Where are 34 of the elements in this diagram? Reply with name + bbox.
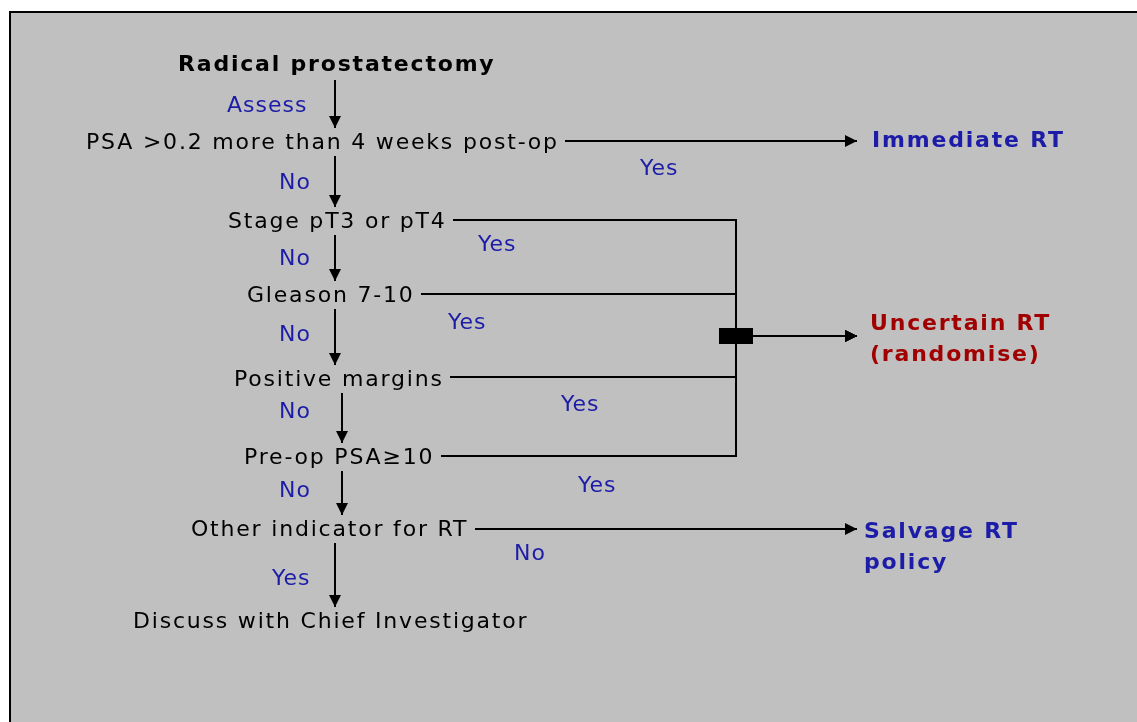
step-label: PSA >0.2 more than 4 weeks post-op [86,128,559,156]
arrow [564,135,858,147]
edge-label: Yes [448,309,487,335]
edge-label: Assess [227,92,308,118]
edge-label: Yes [561,391,600,417]
step-label: Discuss with Chief Investigator [133,607,529,635]
edge-label: No [279,245,311,271]
arrow [474,523,858,535]
edge-label: No [514,540,546,566]
outcome-label: Salvage RT policy [864,517,1020,576]
step-label: Positive margins [234,365,444,393]
edge-label: No [279,169,311,195]
arrow [329,308,341,366]
step-label: Gleason 7-10 [247,281,415,309]
arrow [329,79,341,129]
edge-label: No [279,321,311,347]
arrow [440,330,858,457]
arrow [329,542,341,608]
step-label: Stage pT3 or pT4 [228,207,447,235]
arrow [329,234,341,282]
arrow [336,470,348,516]
edge-label: No [279,477,311,503]
step-label: Other indicator for RT [191,515,469,543]
edge-label: Yes [272,565,311,591]
edge-label: Yes [478,231,517,257]
edge-label: Yes [640,155,679,181]
step-label: Pre-op PSA≥10 [244,443,435,471]
outcome-label: Uncertain RT (randomise) [870,309,1053,368]
edge-label: Yes [578,472,617,498]
edge-label: No [279,398,311,424]
arrow [336,392,348,444]
arrow [329,155,341,208]
start-label: Radical prostatectomy [178,50,496,78]
outcome-label: Immediate RT [872,126,1065,154]
